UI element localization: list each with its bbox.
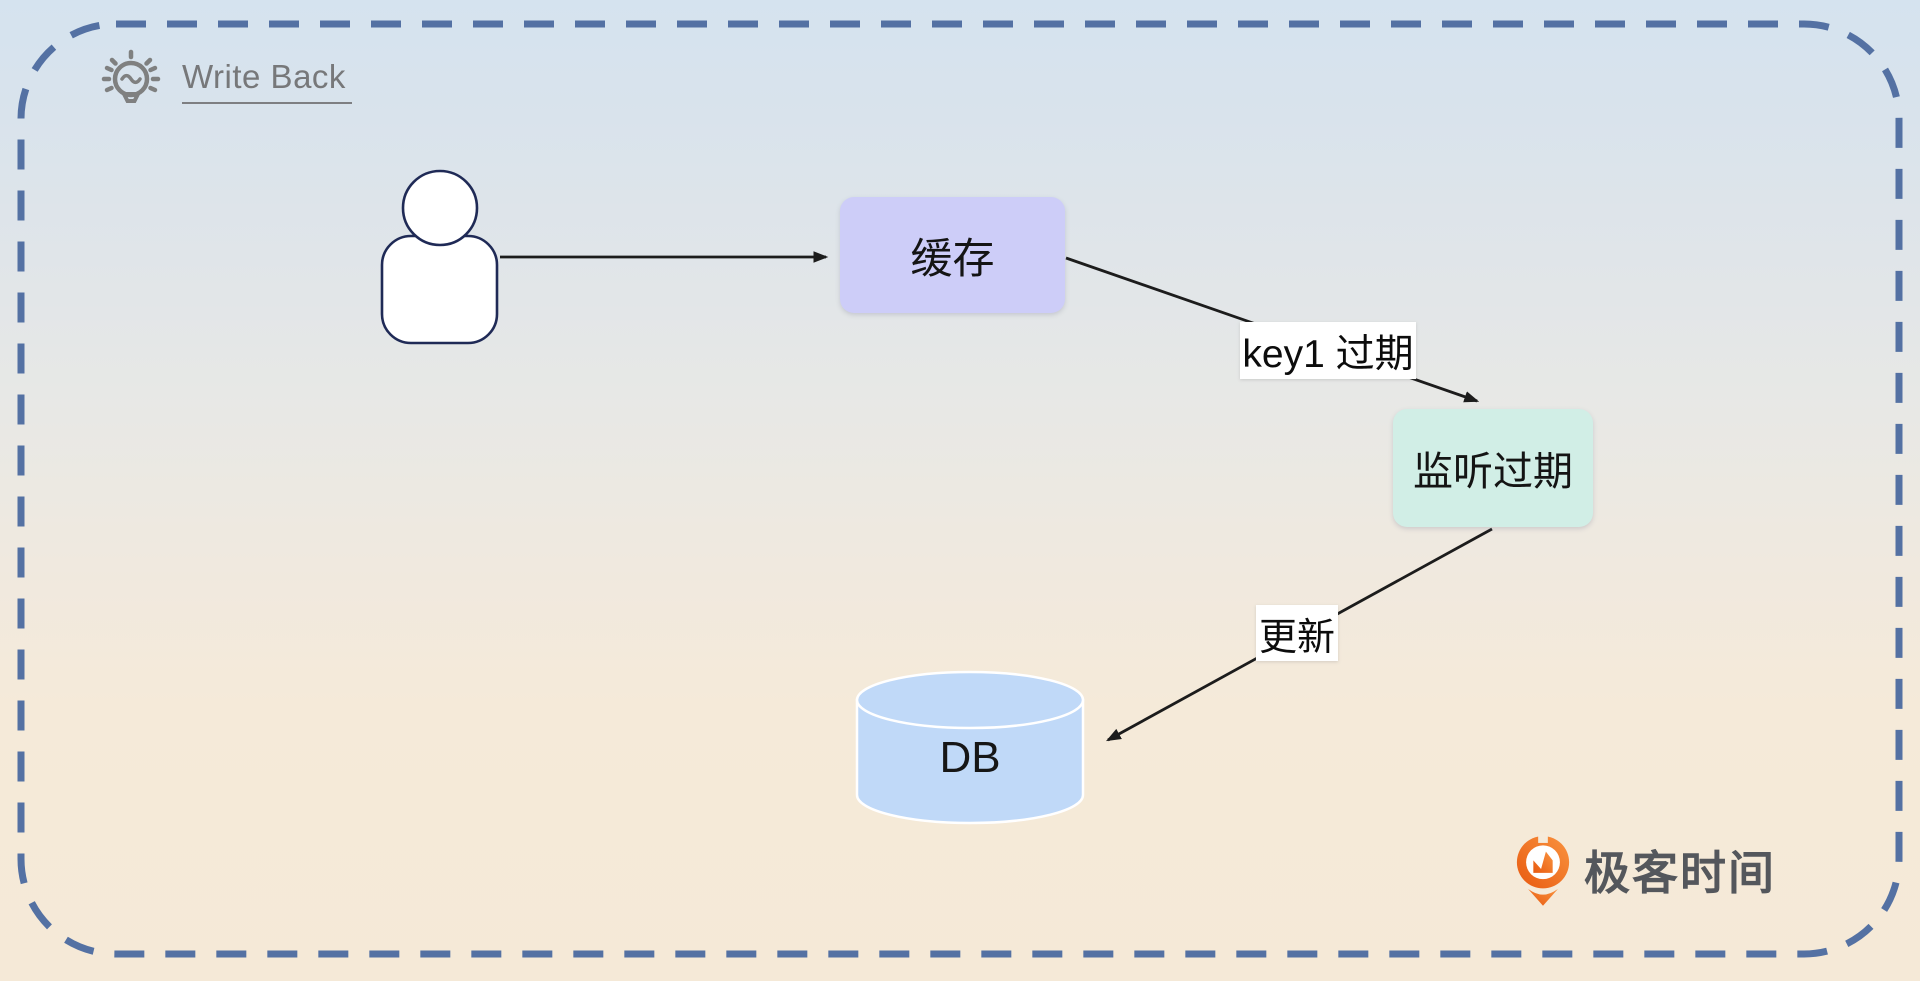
page-title: Write Back xyxy=(182,58,352,104)
cache-node-label: 缓存 xyxy=(910,234,995,282)
edge-label-key1-expired-text: key1 过期 xyxy=(1242,332,1414,376)
listener-expiry-node: 监听过期 xyxy=(1393,409,1593,527)
geektime-logo-icon xyxy=(1516,832,1570,906)
cache-node: 缓存 xyxy=(840,197,1065,313)
geektime-branding: 极客时间 xyxy=(1514,831,1776,909)
lightbulb-icon xyxy=(101,49,161,103)
geektime-logo-text: 极客时间 xyxy=(1584,847,1776,899)
listener-expiry-node-label: 监听过期 xyxy=(1413,450,1573,494)
edge-label-update-text: 更新 xyxy=(1258,616,1335,659)
user-icon xyxy=(380,169,499,345)
canvas-dashed-border xyxy=(17,20,1903,958)
database-cylinder-icon xyxy=(855,670,1085,825)
edge-label-key1-expired: key1 过期 xyxy=(1240,322,1416,379)
db-node-label: DB xyxy=(939,733,1001,782)
header: Write Back xyxy=(94,44,352,118)
edge-label-update: 更新 xyxy=(1256,605,1338,661)
